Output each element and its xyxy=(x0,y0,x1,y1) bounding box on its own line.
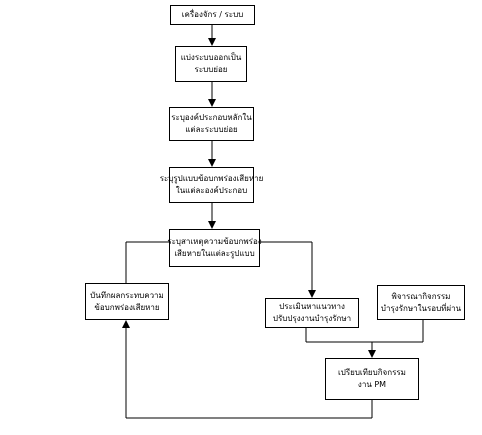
step-failure-modes-line1: ระบุรูปแบบข้อบกพร่องเสียหาย xyxy=(159,174,264,183)
step-review-past-activities-line2: บำรุงรักษาในรอบที่ผ่าน xyxy=(380,303,462,313)
step-failure-causes-box: ระบุสาเหตุความข้อบกพร่อง เสียหายในแต่ละร… xyxy=(167,229,262,267)
step-identify-components-line1: ระบุองค์ประกอบหลักใน xyxy=(171,113,252,122)
step-failure-causes-line2: เสียหายในแต่ละรูปแบบ xyxy=(174,249,255,258)
step-compare-pm-line2: งาน PM xyxy=(357,380,387,389)
step-divide-subsystems-line2: ระบบย่อย xyxy=(194,65,228,74)
step-divide-subsystems-box: แบ่งระบบออกเป็น ระบบย่อย xyxy=(175,46,247,82)
step-identify-components-line2: แต่ละระบบย่อย xyxy=(185,125,238,134)
step-record-effects-line2: ข้อบกพร่องเสียหาย xyxy=(94,302,160,312)
step-evaluate-improvement-line2: ปรับปรุงงานบำรุงรักษา xyxy=(272,314,352,323)
step-identify-components-box: ระบุองค์ประกอบหลักใน แต่ละระบบย่อย xyxy=(169,107,254,141)
step-compare-pm-line1: เปรียบเทียบกิจกรรม xyxy=(338,368,406,377)
step-machine-system-text: เครื่องจักร / ระบบ xyxy=(181,10,244,19)
step-failure-modes-box: ระบุรูปแบบข้อบกพร่องเสียหาย ในแต่ละองค์ป… xyxy=(160,167,263,203)
step-review-past-activities-box: พิจารณากิจกรรม บำรุงรักษาในรอบที่ผ่าน xyxy=(377,285,465,320)
step-record-effects-line1: บันทึกผลกระทบความ xyxy=(90,290,164,300)
step-compare-pm-box: เปรียบเทียบกิจกรรม งาน PM xyxy=(325,358,419,400)
step-review-past-activities-line1: พิจารณากิจกรรม xyxy=(391,291,451,301)
step-evaluate-improvement-line1: ประเมินหาแนวทาง xyxy=(279,302,345,311)
step-machine-system-box: เครื่องจักร / ระบบ xyxy=(170,5,255,25)
step-failure-modes-line2: ในแต่ละองค์ประกอบ xyxy=(175,186,248,195)
step-evaluate-improvement-box: ประเมินหาแนวทาง ปรับปรุงงานบำรุงรักษา xyxy=(265,298,359,328)
step-record-effects-box: บันทึกผลกระทบความ ข้อบกพร่องเสียหาย xyxy=(85,283,169,320)
step-failure-causes-line1: ระบุสาเหตุความข้อบกพร่อง xyxy=(167,237,262,246)
step-divide-subsystems-line1: แบ่งระบบออกเป็น xyxy=(180,53,242,62)
